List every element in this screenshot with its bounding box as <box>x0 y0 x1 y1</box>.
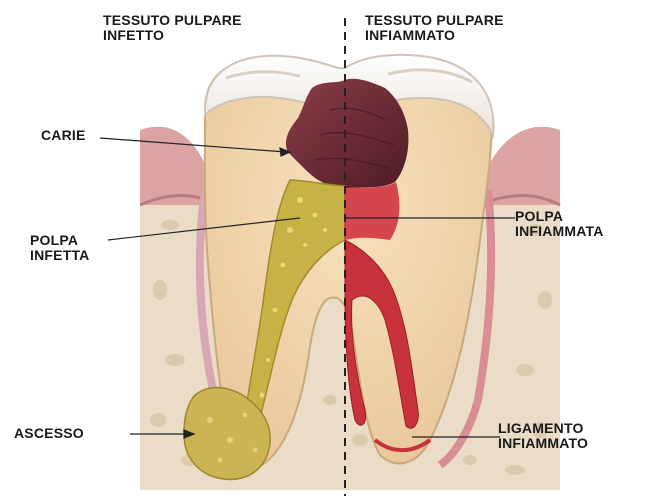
header-left-line1: TESSUTO PULPARE <box>103 13 242 28</box>
header-left: TESSUTO PULPARE INFETTO <box>103 13 242 43</box>
label-ligamento-line1: LIGAMENTO <box>498 421 588 436</box>
header-left-line2: INFETTO <box>103 28 242 43</box>
label-ligamento: LIGAMENTO INFIAMMATO <box>498 421 588 451</box>
label-ascesso: ASCESSO <box>14 426 84 441</box>
header-right-line2: INFIAMMATO <box>365 28 504 43</box>
label-ascesso-text: ASCESSO <box>14 426 84 441</box>
label-carie: CARIE <box>41 128 86 143</box>
header-right: TESSUTO PULPARE INFIAMMATO <box>365 13 504 43</box>
label-polpa-infetta-line1: POLPA <box>30 233 89 248</box>
label-polpa-infiammata-line2: INFIAMMATA <box>515 224 604 239</box>
header-right-line1: TESSUTO PULPARE <box>365 13 504 28</box>
label-ligamento-line2: INFIAMMATO <box>498 436 588 451</box>
label-polpa-infiammata: POLPA INFIAMMATA <box>515 209 604 239</box>
label-polpa-infiammata-line1: POLPA <box>515 209 604 224</box>
label-carie-text: CARIE <box>41 128 86 143</box>
label-polpa-infetta-line2: INFETTA <box>30 248 89 263</box>
label-polpa-infetta: POLPA INFETTA <box>30 233 89 263</box>
